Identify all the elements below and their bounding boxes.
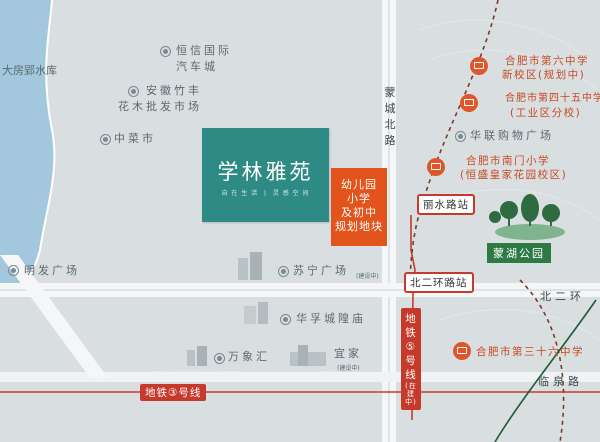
school-3-line1: 合肥市南门小学 <box>466 155 550 167</box>
poi-yijia-note: (建设中) <box>337 365 360 372</box>
poi-suning: 苏宁广场 <box>293 264 349 277</box>
school-plan-block[interactable]: 幼儿园 小学 及初中 规划地块 <box>331 168 387 246</box>
ikea-building-icon <box>290 345 326 366</box>
road-beierhuan: 北二环 <box>540 290 585 303</box>
school-plan-line1: 幼儿园 <box>341 178 377 191</box>
poi-mingfa: 明发广场 <box>24 264 80 277</box>
poi-icon <box>455 131 466 142</box>
reservoir-water <box>0 0 55 292</box>
poi-icon <box>214 353 225 364</box>
station-lishui-road[interactable]: 丽水路站 <box>417 194 475 215</box>
poi-icon <box>8 265 19 276</box>
school-3-line2: (恒盛皇家花园校区) <box>460 169 568 181</box>
metro-line-5-label[interactable]: 地铁⑤号线 (在建中) <box>401 308 421 410</box>
contour-lines <box>99 19 600 381</box>
project-tagline-left: 自 在 生 活 <box>221 190 259 197</box>
poi-huafu: 华孚城隍庙 <box>296 312 366 325</box>
park-label-menghu[interactable]: 蒙湖公园 <box>487 243 551 263</box>
project-name: 学林雅苑 <box>217 160 314 184</box>
school-1-line2: 新校区(规划中) <box>502 69 586 81</box>
poi-bamboo-line2: 花木批发市场 <box>118 100 202 113</box>
road-linquan: 临泉路 <box>538 375 583 388</box>
linquan-road <box>0 372 600 382</box>
school-icon <box>470 57 488 75</box>
school-1-line1: 合肥市第六中学 <box>505 55 589 67</box>
poi-icon <box>128 86 139 97</box>
school-4: 合肥市第三十六中学 <box>476 346 584 358</box>
station-beierhuan-road[interactable]: 北二环路站 <box>404 272 474 293</box>
school-plan-line3: 及初中 <box>341 206 377 219</box>
metro-line-3-label[interactable]: 地铁③号线 <box>140 384 207 401</box>
poi-hengxin-line1: 恒信国际 <box>176 44 232 57</box>
poi-icon <box>100 134 111 145</box>
school-icon <box>453 342 471 360</box>
poi-zhongcai: 中菜市 <box>114 132 156 145</box>
project-tagline: 自 在 生 活 | 灵 感 空 间 <box>221 190 310 197</box>
poi-icon <box>160 46 171 57</box>
road-mengcheng-north: 蒙城北路 <box>384 86 396 147</box>
wanxiang-building-icon <box>187 346 207 366</box>
huafu-building-icon <box>244 302 268 324</box>
school-icon <box>427 158 445 176</box>
suning-building-icon <box>238 252 262 280</box>
reservoir-label: 大房郢水库 <box>2 62 57 79</box>
poi-bamboo-line1: 安徽竹丰 <box>146 84 202 97</box>
poi-hengxin-line2: 汽车城 <box>176 60 218 73</box>
school-plan-line4: 规划地块 <box>335 220 383 233</box>
metro-line-5-note: (在建中) <box>405 382 417 406</box>
school-plan-line2: 小学 <box>347 192 371 205</box>
poi-wanxiang: 万象汇 <box>228 350 270 363</box>
poi-icon <box>280 314 291 325</box>
poi-icon <box>278 266 289 277</box>
poi-suning-note: (建设中) <box>356 273 379 280</box>
school-icon <box>460 94 478 112</box>
poi-hualian: 华联购物广场 <box>470 129 554 142</box>
project-block-xuelin-yayuan[interactable]: 学林雅苑 自 在 生 活 | 灵 感 空 间 <box>202 128 329 222</box>
project-tagline-right: 灵 感 空 间 <box>272 190 310 197</box>
park-pond <box>495 224 565 240</box>
school-2-line2: (工业区分校) <box>510 107 582 119</box>
school-2-line1: 合肥市第四十五中学 <box>505 93 600 104</box>
diagonal-road <box>0 255 108 378</box>
park-trees <box>489 194 560 226</box>
metro-line-5-name: 地铁⑤号线 <box>405 313 417 381</box>
poi-yijia: 宜家 <box>334 347 362 360</box>
